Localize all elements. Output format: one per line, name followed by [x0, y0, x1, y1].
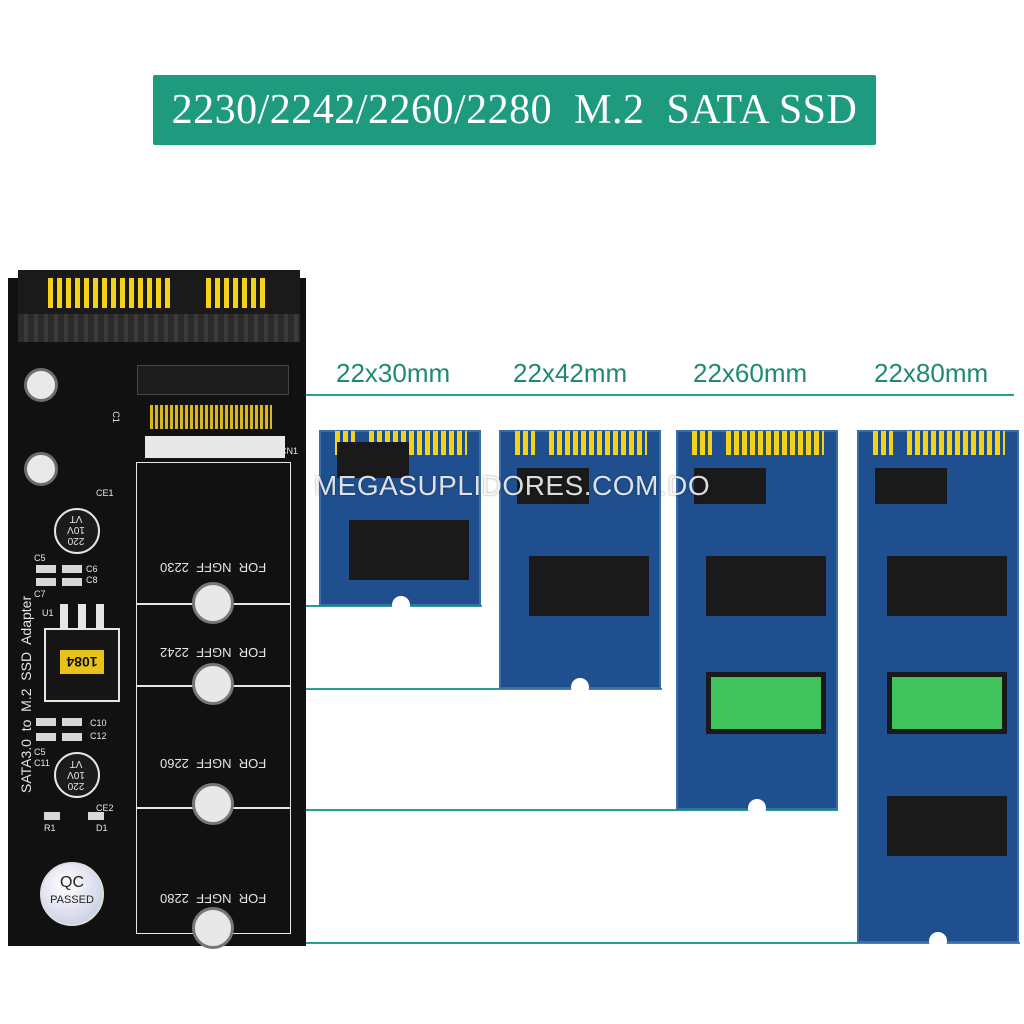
m2-connector-pins	[150, 405, 272, 429]
silk-c10: C10	[90, 718, 107, 728]
m2-socket	[145, 436, 285, 458]
ssd-2242	[499, 430, 661, 696]
ssd-2242-controller	[517, 468, 589, 504]
ssd-2260-screw-notch	[748, 799, 766, 817]
ssd-2280-pins-a	[873, 431, 893, 455]
ssd-2260-controller	[694, 468, 766, 504]
size-label-2242: 22x42mm	[513, 358, 628, 388]
capacitor-ce2-label: 220 10V VT	[67, 758, 85, 791]
ssd-2280-nand-2	[887, 796, 1007, 856]
smd-c12	[36, 733, 56, 741]
ssd-2280-screw-notch	[929, 932, 947, 950]
slot-label-2242: FOR NGFF 2242	[160, 645, 267, 660]
smd-c10b	[62, 718, 82, 726]
guide-line-2260	[306, 809, 838, 811]
standoff-2260	[192, 783, 234, 825]
qc-label: QC	[60, 874, 84, 891]
ssd-2280	[857, 430, 1019, 950]
qc-passed-sticker: QC PASSED	[40, 862, 104, 926]
mount-hole-top	[24, 368, 58, 402]
regulator-pin-2	[78, 604, 86, 628]
voltage-regulator: 1084	[44, 628, 120, 702]
silk-ce2: CE2	[96, 803, 114, 813]
ssd-2260-pins-a	[692, 431, 712, 455]
ssd-2260-nand	[706, 556, 826, 616]
adapter-title: SATA3.0 to M.2 SSD Adapter	[18, 595, 34, 793]
size-label-2260: 22x60mm	[693, 358, 808, 388]
silk-c5: C5	[34, 553, 46, 563]
guide-line-2242	[306, 688, 662, 690]
guide-line-top	[138, 394, 1014, 396]
smd-c7	[36, 578, 56, 586]
regulator-marking: 1084	[60, 650, 104, 674]
silk-ce1: CE1	[96, 488, 114, 498]
silk-d1: D1	[96, 823, 108, 833]
standoff-2280	[192, 907, 234, 949]
slot-label-2260: FOR NGFF 2260	[160, 756, 267, 771]
sata-contacts-lower	[18, 314, 300, 342]
silk-u1: U1	[42, 608, 54, 618]
ssd-2260-dram	[706, 672, 826, 734]
ssd-2280-dram	[887, 672, 1007, 734]
ssd-2242-nand	[529, 556, 649, 616]
standoff-2230	[192, 582, 234, 624]
smd-c8	[62, 578, 82, 586]
ssd-2230-nand	[349, 520, 469, 580]
smd-c5	[36, 565, 56, 573]
ssd-2280-nand-1	[887, 556, 1007, 616]
regulator-pin-1	[60, 604, 68, 628]
standoff-2242	[192, 663, 234, 705]
passed-label: PASSED	[50, 894, 94, 906]
size-label-2230: 22x30mm	[336, 358, 451, 388]
silk-c5b: C5	[34, 747, 46, 757]
silk-r1: R1	[44, 823, 56, 833]
ssd-2242-screw-notch	[571, 678, 589, 696]
ssd-2230-screw-notch	[392, 596, 410, 614]
ssd-2260-pins-b	[726, 431, 824, 455]
mount-hole-middle	[24, 452, 58, 486]
ssd-2242-pins-a	[515, 431, 535, 455]
smd-r1	[44, 812, 60, 820]
ssd-2230	[319, 430, 481, 614]
size-label-2280: 22x80mm	[874, 358, 989, 388]
slot-label-2280: FOR NGFF 2280	[160, 891, 267, 906]
ssd-2280-controller	[875, 468, 947, 504]
smd-d1	[88, 812, 104, 820]
silk-c8: C8	[86, 575, 98, 585]
title-banner: 2230/2242/2260/2280 M.2 SATA SSD	[153, 75, 876, 145]
silk-c12: C12	[90, 731, 107, 741]
silk-c7: C7	[34, 589, 46, 599]
capacitor-ce2	[54, 752, 100, 798]
silk-c11: C11	[34, 758, 50, 768]
regulator-pin-3	[96, 604, 104, 628]
smd-c6	[62, 565, 82, 573]
capacitor-ce1	[54, 508, 100, 554]
ssd-2260	[676, 430, 838, 817]
watermark-text: MEGASUPLIDORES.COM.DO	[313, 470, 711, 501]
m2-connector-top	[137, 365, 289, 395]
silk-c1: C1	[110, 411, 121, 423]
sata-data-pins	[48, 278, 170, 308]
smd-c12b	[62, 733, 82, 741]
ssd-2280-pins-b	[907, 431, 1005, 455]
silk-c6: C6	[86, 564, 98, 574]
sata-power-pins	[206, 278, 268, 308]
slot-label-2230: FOR NGFF 2230	[160, 560, 267, 575]
capacitor-ce1-label: 220 10V VT	[67, 513, 85, 546]
smd-c10	[36, 718, 56, 726]
ssd-2242-pins-b	[549, 431, 647, 455]
silk-cn1: CN1	[280, 446, 299, 456]
ssd-2230-controller	[337, 442, 409, 478]
guide-line-2280	[306, 942, 1020, 944]
